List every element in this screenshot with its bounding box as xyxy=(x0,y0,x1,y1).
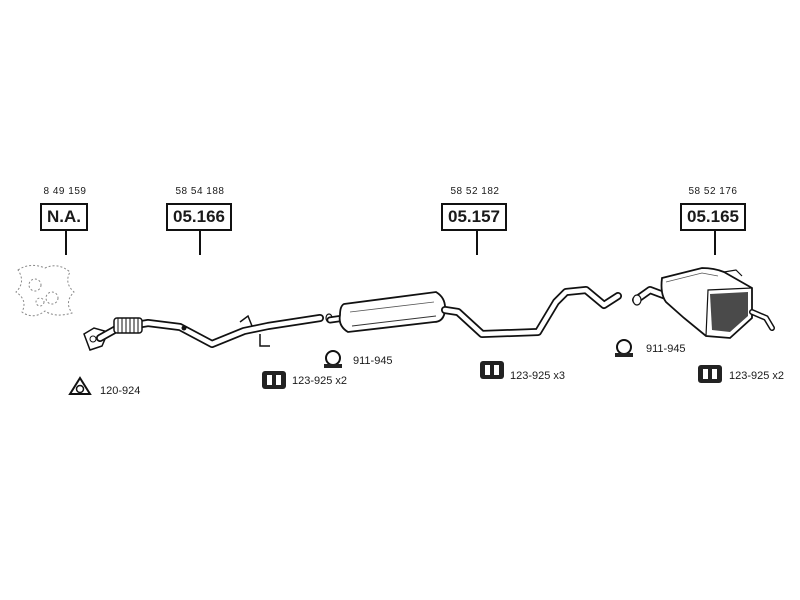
center-silencer[interactable] xyxy=(326,286,622,338)
leader-line-1 xyxy=(65,230,67,255)
rubber-mount-icon xyxy=(698,365,722,383)
part-code-3[interactable]: 05.157 xyxy=(441,203,507,231)
leader-line-4 xyxy=(714,230,716,255)
part-code-4[interactable]: 05.165 xyxy=(680,203,746,231)
accessory-label-mount-1: 123-925 x2 xyxy=(292,375,348,387)
part-ref-1: 8 49 159 xyxy=(43,186,87,197)
manifold-sketch xyxy=(15,264,75,317)
leader-line-3 xyxy=(476,230,478,255)
part-ref-4: 58 52 176 xyxy=(688,186,738,197)
rear-silencer[interactable] xyxy=(632,267,775,339)
part-ref-2: 58 54 188 xyxy=(175,186,225,197)
part-ref-3: 58 52 182 xyxy=(450,186,500,197)
accessory-label-mount-2: 123-925 x3 xyxy=(510,370,566,382)
rubber-mount-icon xyxy=(480,361,504,379)
gasket-icon xyxy=(68,376,92,395)
accessory-label-clamp-1: 911-945 xyxy=(353,355,393,367)
front-pipe[interactable] xyxy=(83,313,333,351)
part-code-1[interactable]: N.A. xyxy=(40,203,88,231)
accessory-label-mount-3: 123-925 x2 xyxy=(729,370,785,382)
accessory-label-gasket: 120-924 xyxy=(100,385,141,397)
rubber-mount-icon xyxy=(262,371,286,389)
clamp-icon xyxy=(324,350,342,368)
clamp-icon xyxy=(615,339,633,357)
accessory-label-clamp-2: 911-945 xyxy=(646,343,686,355)
leader-line-2 xyxy=(199,230,201,255)
part-code-2[interactable]: 05.166 xyxy=(166,203,232,231)
